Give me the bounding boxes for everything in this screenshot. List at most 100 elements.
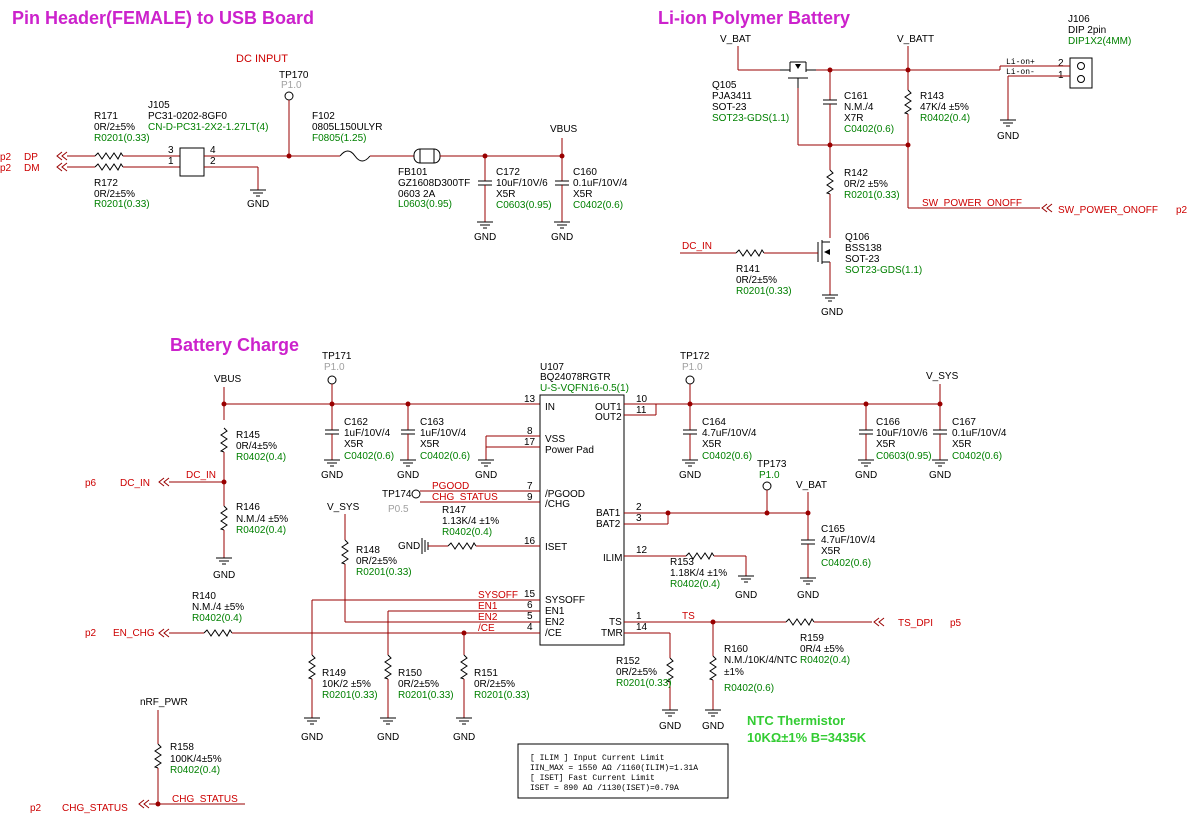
f102-ref: F102 [312,111,335,122]
pin-iset: ISET [545,542,567,553]
pin-num-11: 11 [636,405,647,416]
c166-dielectric: X5R [876,439,895,450]
ts-net: TS [682,611,695,622]
j106-pin2: 2 [1058,58,1064,69]
v-bat-net-charge: V_BAT [796,480,827,491]
c167-dielectric: X5R [952,439,971,450]
gnd-q106: GND [821,307,843,318]
note-line-1: [ ILIM ] Input Current Limit [530,754,664,763]
en2-net: EN2 [478,612,498,623]
pin-out1: OUT1 [595,402,622,413]
pin-num-1: 1 [636,611,642,622]
r149-footprint: R0201(0.33) [322,690,378,701]
c160-dielectric: X5R [573,189,592,200]
nrf-pwr-net: nRF_PWR [140,697,188,708]
dc-in-net-charge: DC_IN [186,470,216,481]
j106-value: DIP 2pin [1068,25,1106,36]
r151-footprint: R0201(0.33) [474,690,530,701]
r153-footprint: R0402(0.4) [670,579,720,590]
note-line-4: ISET = 890 AΩ /1130(ISET)=0.79A [530,784,679,793]
c163-footprint: C0402(0.6) [420,451,470,462]
pin-num-10: 10 [636,394,648,405]
c167-ref: C167 [952,417,976,428]
r143-value: 47K/4 ±5% [920,102,969,113]
pin-pgood: /PGOOD [545,489,585,500]
r143-ref: R143 [920,91,944,102]
r158-footprint: R0402(0.4) [170,765,220,776]
v-batt-net: V_BATT [897,34,934,45]
j105-body [179,147,205,177]
r160-tolerance: ±1% [724,667,744,678]
note-line-2: IIN_MAX = 1550 AΩ /1160(ILIM)=1.31A [530,764,698,773]
r152-value: 0R/2±5% [616,667,657,678]
tp173-value: P1.0 [759,470,780,481]
r172-ref: R172 [94,178,118,189]
r148-value: 0R/2±5% [356,556,397,567]
fb101-footprint: L0603(0.95) [398,199,452,210]
tp172-ref: TP172 [680,351,710,362]
u107-ref: U107 [540,362,564,373]
pin-num-12: 12 [636,545,648,556]
r145-value: 0R/4±5% [236,441,277,452]
pin-ce: /CE [545,628,562,639]
gnd-c166: GND [855,470,877,481]
sw-power-page-ref: p2 [1176,205,1188,216]
pin-ilim: ILIM [603,553,622,564]
j105-value: PC31-0202-8GF0 [148,111,227,122]
c164-footprint: C0402(0.6) [702,451,752,462]
charge-section: VBUS TP171 P1.0 GND C162 1uF/10V/4 X5R C… [30,351,1007,814]
c164-dielectric: X5R [702,439,721,450]
sw-power-onoff-net: SW_POWER_ONOFF [922,198,1022,209]
chg-status-page-ref: p2 [30,803,42,814]
q106-ref: Q106 [845,232,870,243]
r150-ref: R150 [398,668,422,679]
vbus-net-charge: VBUS [214,374,242,385]
pin-num-13: 13 [524,394,536,405]
c172-ref: C172 [496,167,520,178]
c162-footprint: C0402(0.6) [344,451,394,462]
en-chg-port: EN_CHG [113,628,155,639]
r160-footprint: R0402(0.6) [724,683,774,694]
j105-footprint: CN-D-PC31-2X2-1.27LT(4) [148,122,268,133]
pin-out2: OUT2 [595,412,622,423]
r153-ref: R153 [670,557,694,568]
r140-footprint: R0402(0.4) [192,613,242,624]
q105-value: PJA3411 [712,91,752,102]
tp171-ref: TP171 [322,351,352,362]
r142-ref: R142 [844,168,868,179]
r147-value: 1.13K/4 ±1% [442,516,499,527]
tp174-ref: TP174 [382,489,412,500]
title-usb-board: Pin Header(FEMALE) to USB Board [12,8,314,28]
gnd-r160: GND [702,721,724,732]
gnd-r149: GND [301,732,323,743]
f102-footprint: F0805(1.25) [312,133,366,144]
u107-value: BQ24078RGTR [540,372,611,383]
battery-section: V_BAT Q105 PJA3411 SOT-23 SOT23-GDS(1.1)… [680,14,1188,318]
gnd-c164: GND [679,470,701,481]
r147-footprint: R0402(0.4) [442,527,492,538]
sw-power-onoff-port: SW_POWER_ONOFF [1058,205,1158,216]
r145-footprint: R0402(0.4) [236,452,286,463]
r142-footprint: R0201(0.33) [844,190,900,201]
r145-ref: R145 [236,430,260,441]
r146-footprint: R0402(0.4) [236,525,286,536]
c165-dielectric: X5R [821,546,840,557]
tp173-ref: TP173 [757,459,787,470]
c172-dielectric: X5R [496,189,515,200]
c161-dielectric: X7R [844,113,863,124]
c172-footprint: C0603(0.95) [496,200,552,211]
gnd-j106: GND [997,131,1019,142]
tp174-value: P0.5 [388,504,409,515]
pin-en1: EN1 [545,606,565,617]
gnd-r153: GND [735,590,757,601]
q105-ref: Q105 [712,80,737,91]
pin-num-3: 3 [636,513,642,524]
c163-value: 1uF/10V/4 [420,428,467,439]
c166-ref: C166 [876,417,900,428]
q106-footprint: SOT23-GDS(1.1) [845,265,922,276]
dc-input-label: DC INPUT [236,53,288,65]
r152-footprint: R0201(0.33) [616,678,672,689]
tp170-ref: TP170 [279,70,309,81]
j105-pin1: 1 [168,156,174,167]
c164-ref: C164 [702,417,726,428]
